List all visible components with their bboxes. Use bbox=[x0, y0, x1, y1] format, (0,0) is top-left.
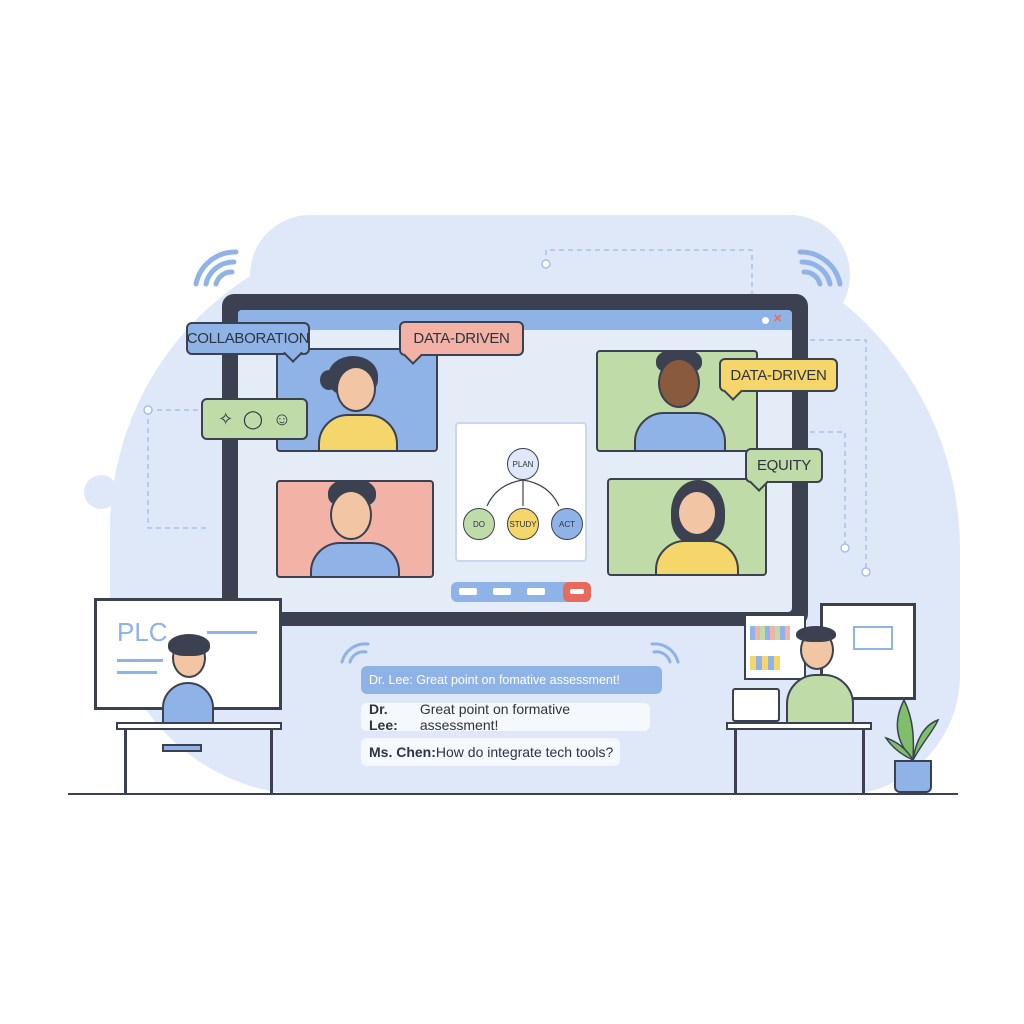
node-plan: PLAN bbox=[507, 448, 539, 480]
chat-icon: ◯ bbox=[242, 408, 263, 429]
tag-data-driven-pink: DATA-DRIVEN bbox=[399, 321, 524, 356]
whiteboard-title: PLC bbox=[117, 617, 168, 647]
bookshelf bbox=[744, 614, 806, 680]
wifi-icon bbox=[340, 642, 370, 664]
hair bbox=[168, 634, 210, 656]
participant-tile-woman-2[interactable] bbox=[607, 478, 767, 576]
plant-icon bbox=[884, 698, 940, 762]
diagram-arrows bbox=[486, 479, 560, 507]
window-title-bar bbox=[238, 310, 792, 330]
wifi-icon bbox=[193, 249, 239, 287]
teacher-right-body bbox=[786, 674, 854, 724]
camera-button[interactable] bbox=[493, 588, 511, 595]
hair bbox=[796, 626, 836, 642]
decor-circle bbox=[84, 475, 118, 509]
chat-speaker: Dr. Lee: bbox=[369, 701, 398, 733]
floor-line bbox=[68, 793, 958, 795]
minimize-button[interactable] bbox=[762, 317, 769, 324]
emoji-icon: ☺ bbox=[272, 408, 291, 429]
close-icon[interactable]: ✕ bbox=[773, 313, 783, 325]
pdsa-cycle-diagram: PLAN DO STUDY ACT bbox=[455, 422, 587, 562]
share-button[interactable] bbox=[527, 588, 545, 595]
node-do: DO bbox=[463, 508, 495, 540]
call-controls-bar bbox=[451, 582, 591, 602]
icon-bubble: ✧ ◯ ☺ bbox=[201, 398, 308, 440]
desk-right bbox=[726, 722, 872, 730]
decor-circle bbox=[898, 496, 932, 530]
end-call-button[interactable] bbox=[563, 582, 591, 602]
chair-left bbox=[162, 744, 202, 752]
plant-pot bbox=[894, 760, 932, 793]
chat-message: Ms. Chen: How do integrate tech tools? bbox=[361, 738, 620, 766]
chat-speaker: Ms. Chen: bbox=[369, 744, 436, 760]
chat-text: Great point on formative assessment! bbox=[419, 701, 570, 733]
participant-tile-man-1[interactable] bbox=[276, 480, 434, 578]
wifi-icon bbox=[650, 642, 680, 664]
ideas-icon: ✧ bbox=[218, 408, 233, 429]
tag-data-driven-yellow: DATA-DRIVEN bbox=[719, 358, 838, 392]
chat-message-highlighted: Dr. Lee: Great point on fomative assessm… bbox=[361, 666, 662, 694]
decor-circle bbox=[362, 222, 410, 260]
laptop bbox=[732, 688, 780, 722]
node-study: STUDY bbox=[507, 508, 539, 540]
node-act: ACT bbox=[551, 508, 583, 540]
chat-message: Dr. Lee: Great point on formative assess… bbox=[361, 701, 650, 733]
wifi-icon bbox=[797, 249, 843, 287]
mic-button[interactable] bbox=[459, 588, 477, 595]
chat-text: How do integrate tech tools? bbox=[435, 744, 614, 760]
desk-left bbox=[116, 722, 282, 730]
